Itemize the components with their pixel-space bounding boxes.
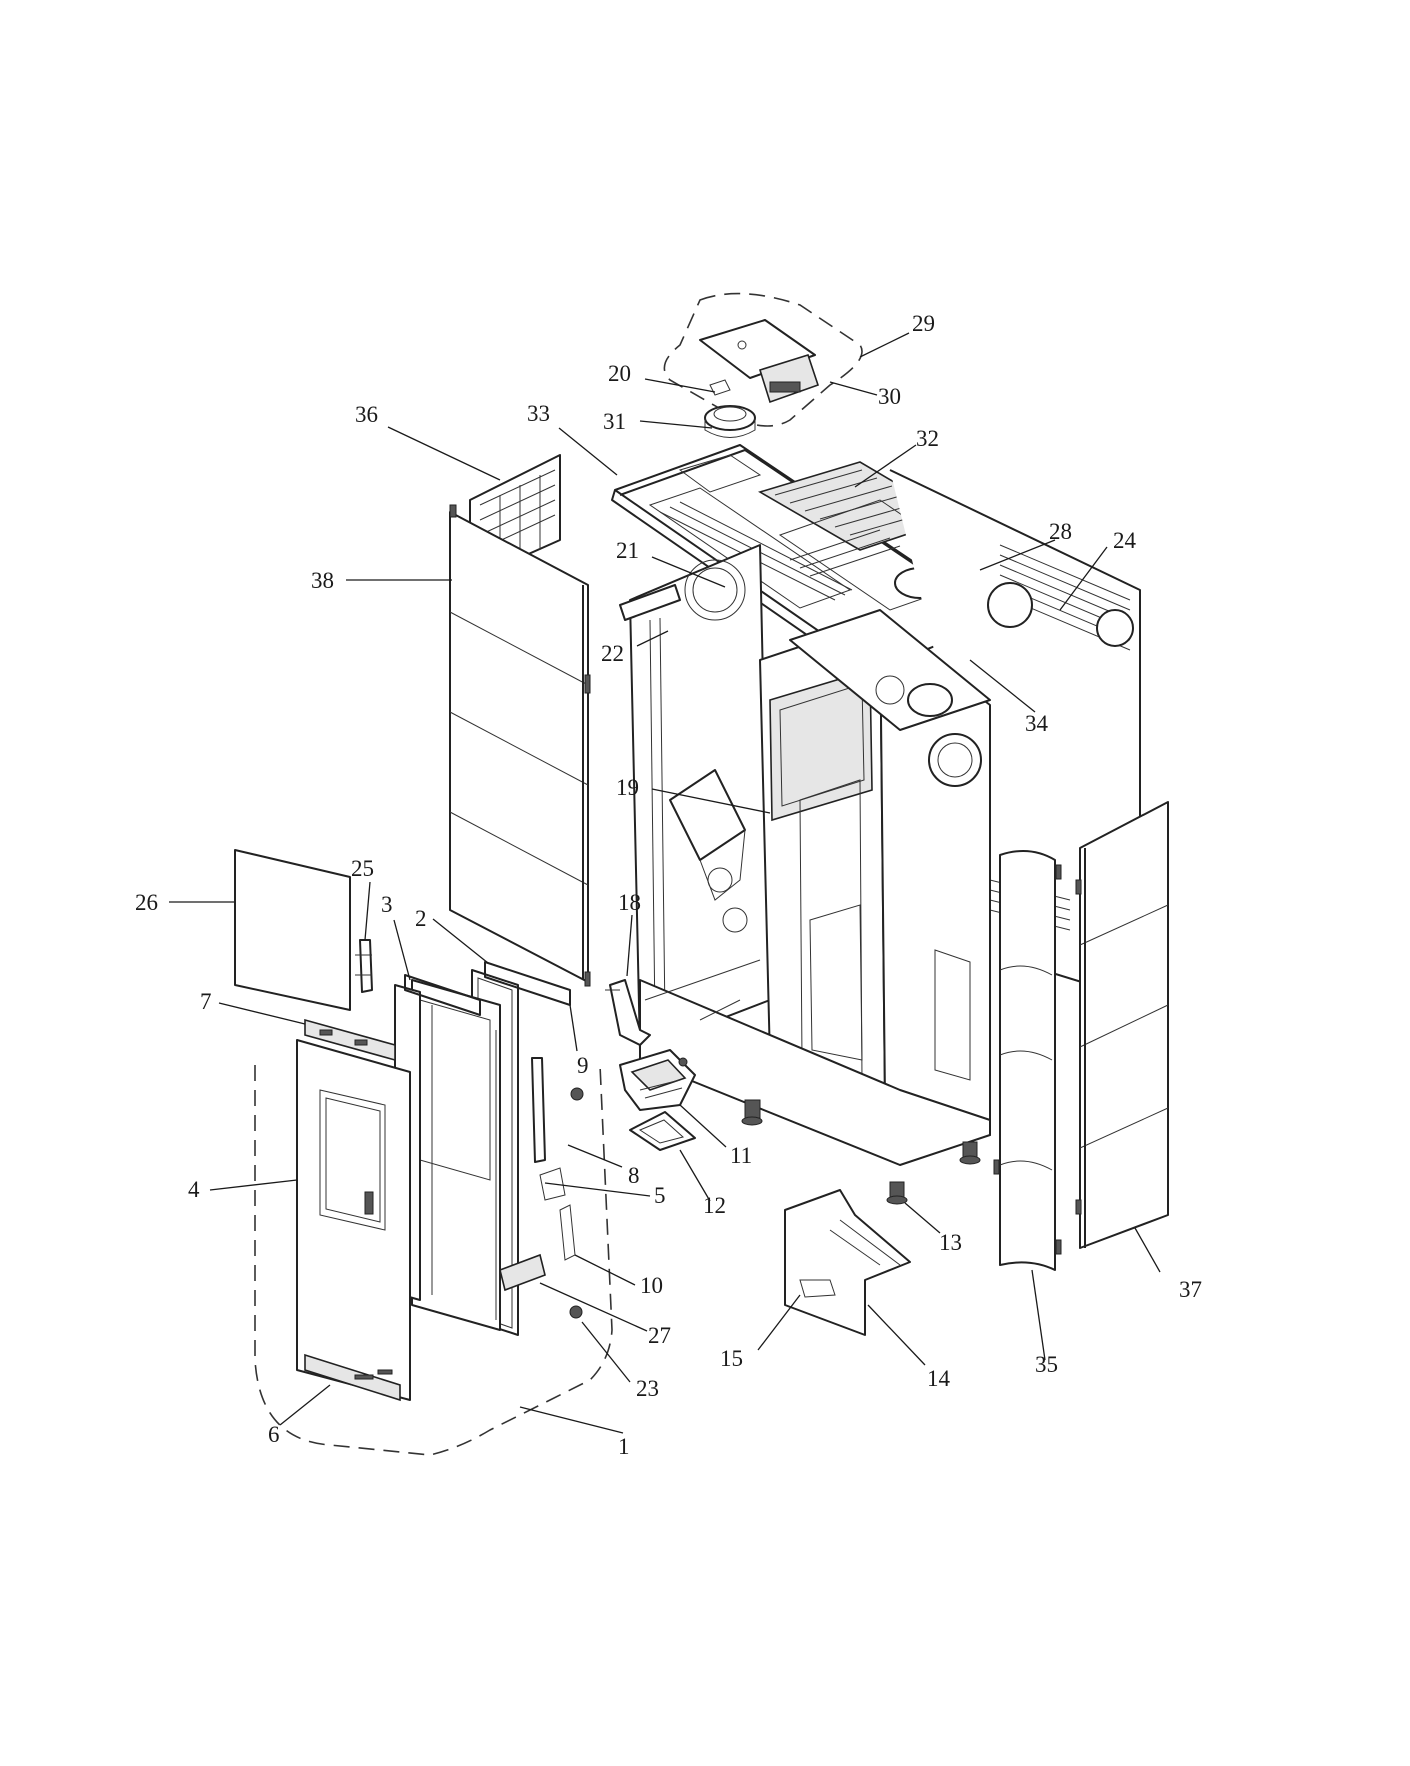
door-hardware (499, 1057, 584, 1319)
callout-11: 11 (730, 1143, 752, 1168)
rear-panel (889, 469, 1141, 1001)
callout-38: 38 (311, 568, 334, 593)
callout-37: 37 (1179, 1277, 1202, 1302)
callout-26: 26 (135, 890, 158, 915)
callout-23: 23 (636, 1376, 659, 1401)
callout-36: 36 (355, 402, 378, 427)
callout-4: 4 (188, 1177, 200, 1202)
callout-3: 3 (381, 892, 393, 917)
flue-collar (704, 405, 756, 438)
callout-7: 7 (200, 989, 212, 1014)
callout-15: 15 (720, 1346, 743, 1371)
callout-9: 9 (577, 1053, 589, 1078)
callout-33: 33 (527, 401, 550, 426)
callout-12: 12 (703, 1193, 726, 1218)
burn-pot (619, 1049, 696, 1111)
callout-34: 34 (1025, 711, 1049, 736)
front-door (254, 1018, 613, 1456)
callout-6: 6 (268, 1422, 280, 1447)
callout-28: 28 (1049, 519, 1072, 544)
side-corner-35 (993, 850, 1062, 1271)
callout-25: 25 (351, 856, 374, 881)
callout-22: 22 (601, 641, 624, 666)
callout-8: 8 (628, 1163, 640, 1188)
callout-30: 30 (878, 384, 901, 409)
ash-drawer (784, 1189, 911, 1336)
callout-27: 27 (648, 1323, 671, 1348)
callout-29: 29 (912, 311, 935, 336)
door-inner-frame (411, 979, 501, 1331)
callout-13: 13 (939, 1230, 962, 1255)
callout-10: 10 (640, 1273, 663, 1298)
callout-19: 19 (616, 775, 639, 800)
callout-31: 31 (603, 409, 626, 434)
callout-14: 14 (927, 1366, 951, 1391)
hinge-25 (355, 939, 373, 993)
callout-32: 32 (916, 426, 939, 451)
callout-20: 20 (608, 361, 631, 386)
bracket-18 (605, 979, 651, 1046)
callout-35: 35 (1035, 1352, 1058, 1377)
control-unit-group (663, 292, 863, 427)
callout-labels: 29 20 30 31 33 36 32 28 24 21 38 22 34 1… (135, 311, 1202, 1459)
callout-5: 5 (654, 1183, 666, 1208)
leader-lines (169, 332, 1161, 1434)
left-side-cladding (449, 504, 591, 987)
callout-1: 1 (618, 1434, 630, 1459)
callout-24: 24 (1113, 528, 1137, 553)
right-side-cladding (1075, 801, 1169, 1249)
side-panel-26 (234, 849, 351, 1011)
callout-21: 21 (616, 538, 639, 563)
auger-assembly (669, 769, 748, 933)
callout-2: 2 (415, 906, 427, 931)
callout-18: 18 (618, 890, 641, 915)
burn-pot-gasket (629, 1111, 696, 1151)
